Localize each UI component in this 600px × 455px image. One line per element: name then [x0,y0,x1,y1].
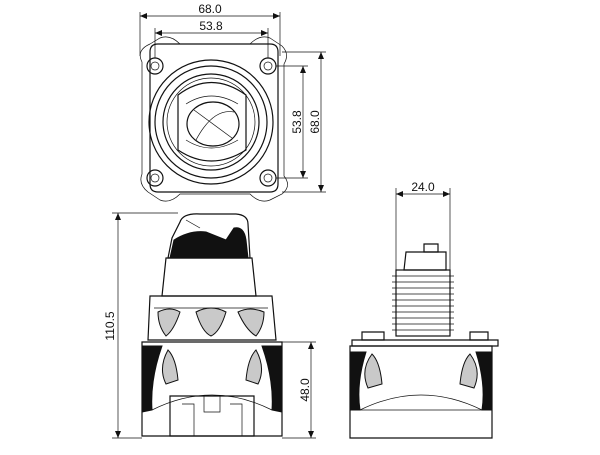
dim-front-base-height: 48.0 [298,378,312,402]
front-base [141,341,283,437]
mount-hole-bl [146,169,164,187]
knob-top [177,82,247,162]
front-view: 110.5 48.0 [103,212,316,439]
side-spring-housing [395,269,451,337]
mount-hole-br [259,169,277,187]
mount-hole-tr [259,57,277,75]
top-view: 68.0 53.8 53.8 68.0 [139,2,326,202]
side-view: 24.0 [349,180,499,439]
flange-corners [139,36,288,202]
outer-ring [148,59,274,185]
dim-top-height-inner: 53.8 [290,110,304,134]
front-knob [167,213,251,259]
side-shaft-top [403,251,447,271]
front-collar [161,257,257,297]
dim-top-width-inner: 53.8 [199,19,223,33]
dim-side-shaft-width: 24.0 [411,180,435,194]
dim-top-width-outer: 68.0 [198,2,222,16]
side-plate [351,339,499,347]
dim-front-total-height: 110.5 [103,311,117,340]
front-knob-lever [169,227,249,259]
dim-top-height-outer: 68.0 [308,110,322,134]
knob-center [186,101,240,147]
